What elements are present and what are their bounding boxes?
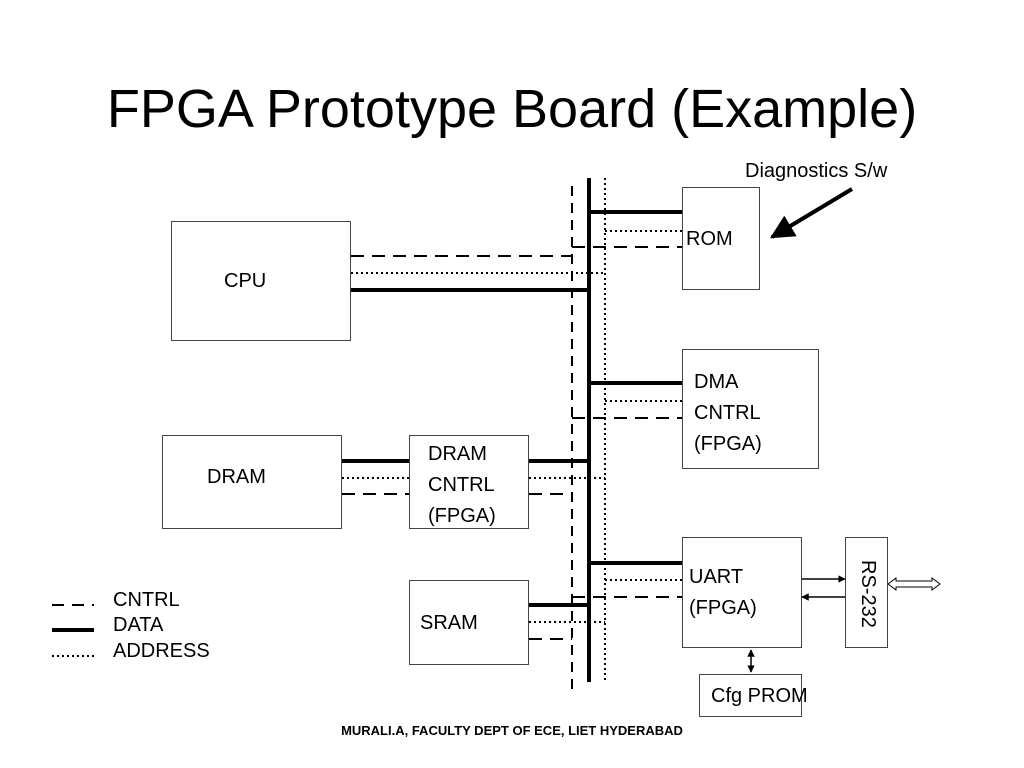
dma-controller-block [682, 349, 819, 469]
cpu-label: CPU [224, 270, 267, 292]
rs232-external-arrow [887, 577, 941, 591]
dma-controller-label: DMA CNTRL (FPGA) [694, 371, 762, 455]
dram-controller-label: DRAM CNTRL (FPGA) [428, 443, 496, 527]
cpu-block [171, 221, 351, 341]
dram-controller-block [409, 435, 529, 529]
sram-label: SRAM [420, 612, 478, 634]
sram-block [409, 580, 529, 665]
slide-title: FPGA Prototype Board (Example) [106, 79, 918, 139]
diagnostics-annotation: Diagnostics S/w [745, 160, 888, 182]
uart-block [682, 537, 802, 648]
uart-label: UART (FPGA) [689, 566, 757, 619]
footer-credit: MURALI.A, FACULTY DEPT OF ECE, LIET HYDE… [341, 723, 683, 738]
legend-address-label: ADDRESS [113, 640, 210, 662]
dram-block [162, 435, 342, 529]
rom-label: ROM [686, 228, 733, 250]
legend-data-label: DATA [113, 614, 164, 636]
dram-label: DRAM [207, 466, 266, 488]
cfg-prom-block [699, 674, 802, 717]
cfg-prom-label: Cfg PROM [711, 685, 808, 707]
legend-cntrl-label: CNTRL [113, 589, 180, 611]
rs232-block [845, 537, 888, 648]
diagnostics-arrow [769, 187, 854, 239]
rom-block [682, 187, 760, 290]
